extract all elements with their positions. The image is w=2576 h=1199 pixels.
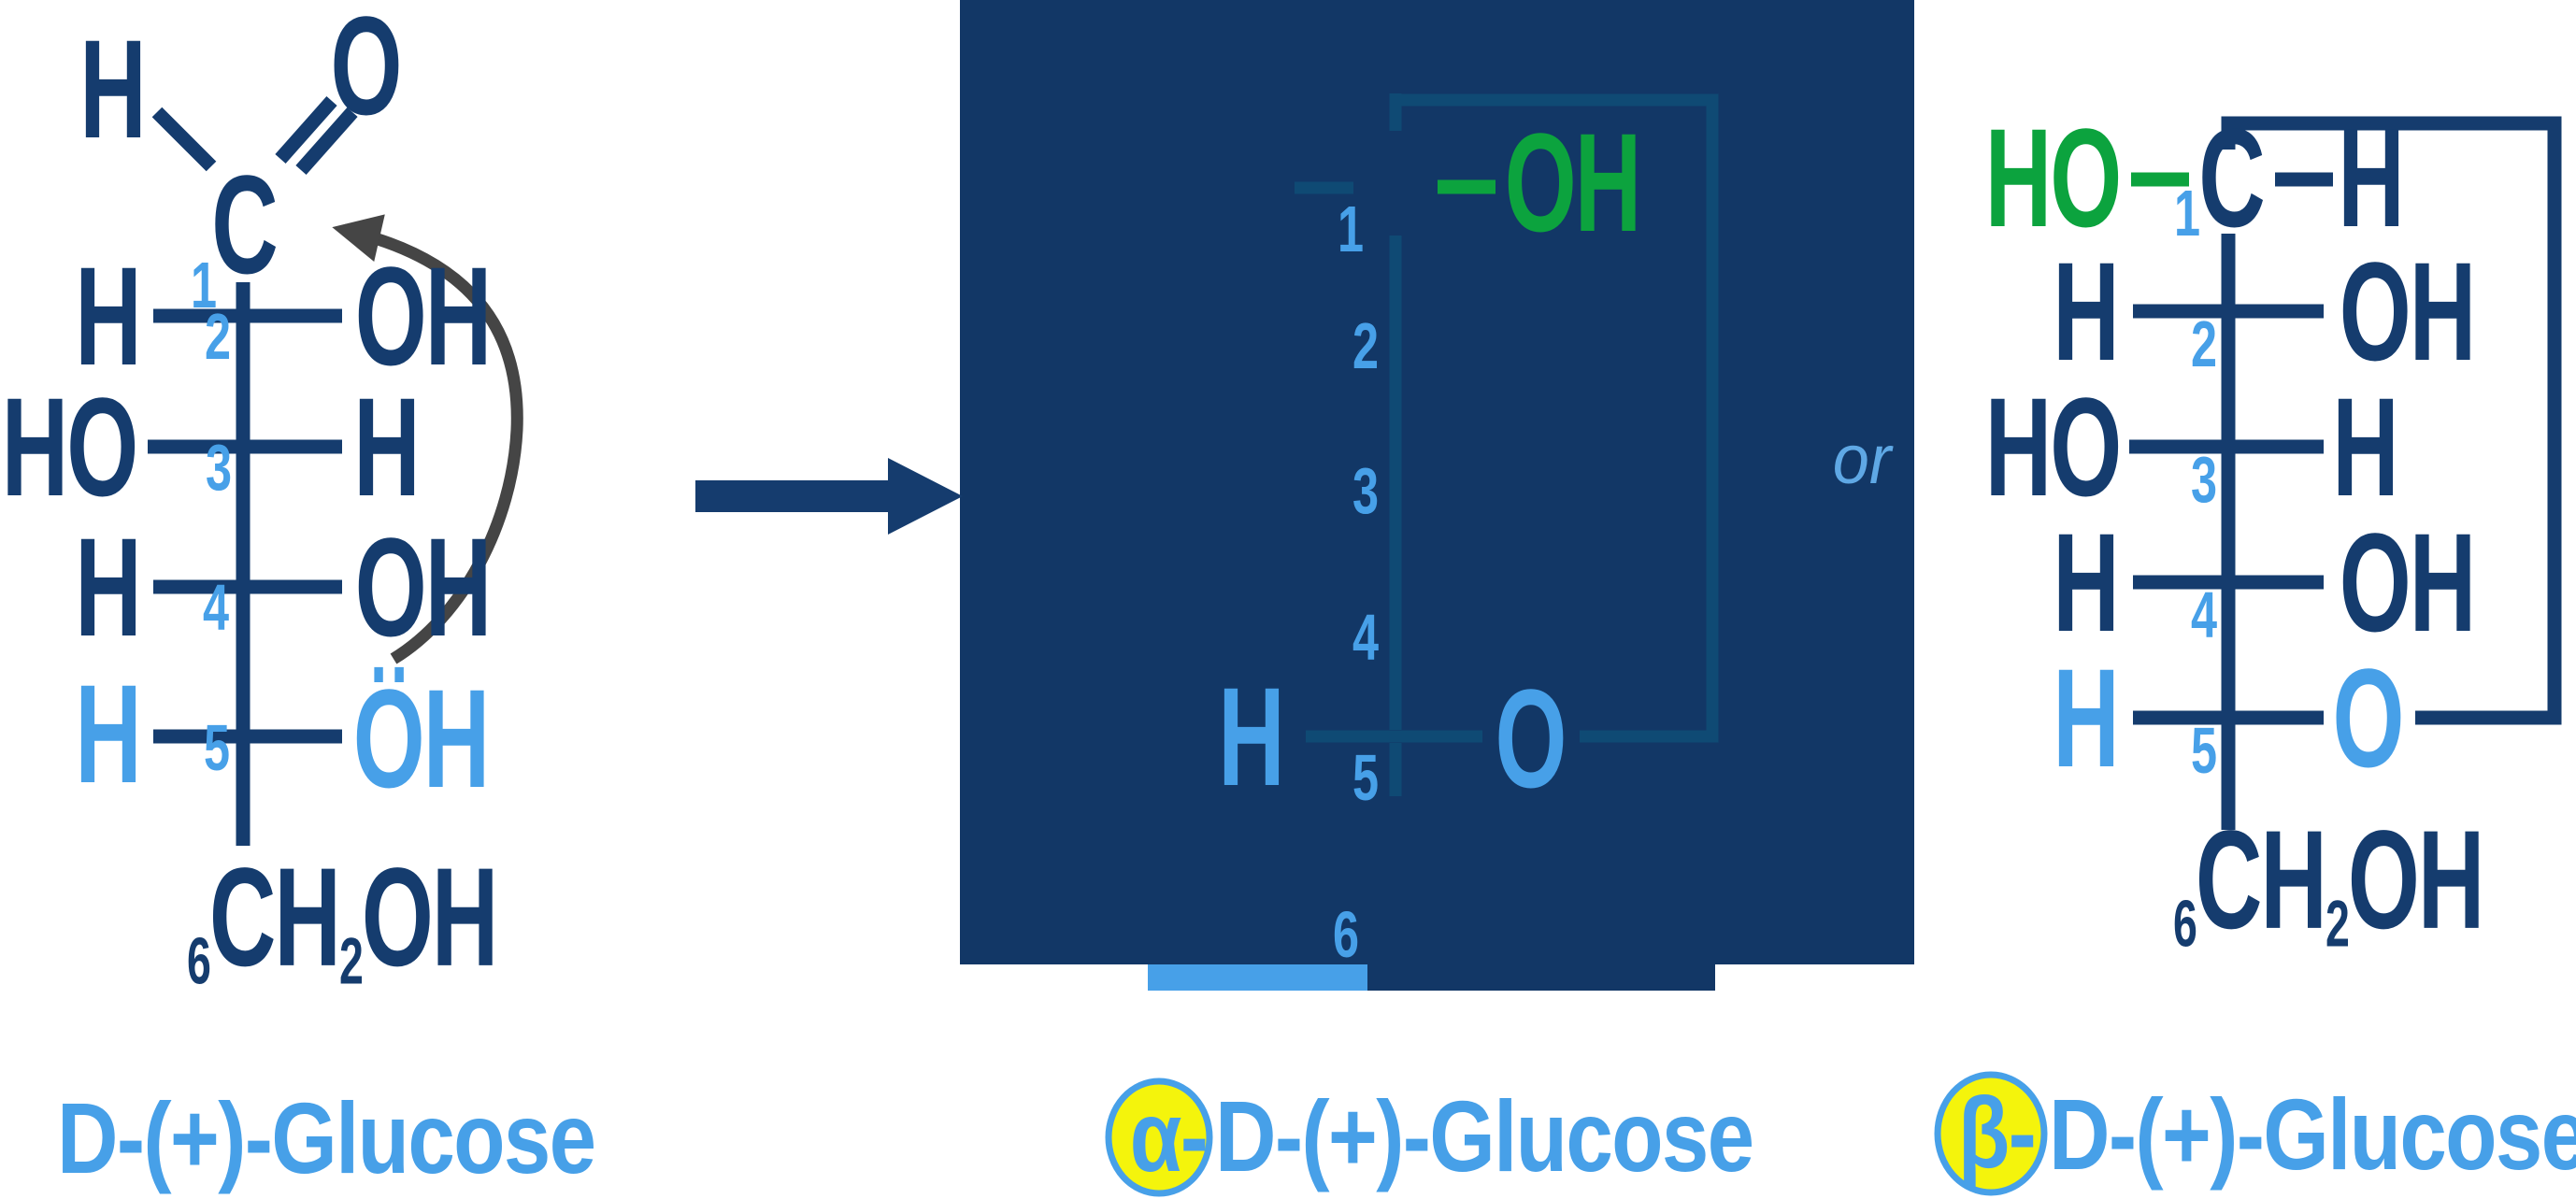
cyclization-arrow	[332, 214, 523, 664]
right-c6-formula: 6CH2OH	[2173, 809, 2484, 957]
right-c3-h: H	[2332, 368, 2399, 525]
left-c1-number: 1	[190, 249, 218, 321]
left-c2-oh: OH	[354, 237, 493, 394]
left-c1-double-bond-b	[295, 107, 358, 175]
right-c4-number: 4	[2190, 578, 2218, 651]
left-c2-number: 2	[204, 300, 232, 373]
right-name-label: D-(+)-Glucose	[2049, 1078, 2576, 1191]
middle-name-label: D-(+)-Glucose	[1215, 1079, 1754, 1192]
box-c5-h: H	[1218, 658, 1285, 815]
right-c1-h: H	[2338, 99, 2405, 256]
box-c4-number: 4	[1352, 601, 1380, 674]
beta-badge-circle	[1934, 1071, 2048, 1196]
left-c1-double-bond-a	[275, 96, 337, 164]
hidden-ring-bracket	[1395, 93, 1719, 743]
beta-prefix: β-	[1957, 1076, 2037, 1189]
right-c3-ho: HO	[1984, 368, 2123, 525]
box-c3-number: 3	[1352, 454, 1380, 527]
box-c2-number: 2	[1352, 309, 1380, 382]
right-c2-oh: OH	[2339, 233, 2477, 390]
left-c2-h: H	[75, 237, 142, 394]
left-c4-h: H	[75, 508, 142, 665]
right-c6-formula-part-1: CH	[2195, 800, 2327, 958]
left-c5-h: H	[75, 655, 142, 812]
or-text: or	[1832, 421, 1892, 498]
left-c6-formula-part-2: 2	[338, 923, 364, 998]
right-c1-carbon: C	[2198, 99, 2266, 256]
right-c3-number: 3	[2190, 443, 2218, 516]
overlay-box-strip-dark	[1367, 964, 1715, 991]
left-c5-number: 5	[203, 711, 231, 784]
left-c6-formula: 6CH2OH	[187, 847, 498, 994]
box-c5-number: 5	[1352, 741, 1380, 814]
overlay-box-rect	[960, 0, 1914, 964]
overlay-box-strip-highlight[interactable]	[1148, 964, 1367, 991]
right-c6-formula-part-2: 2	[2325, 886, 2350, 961]
right-c1-ho-green: HO	[1984, 99, 2123, 256]
right-c2-number: 2	[2190, 307, 2218, 380]
box-c6-number: 6	[1332, 898, 1360, 971]
box-c1-oh-green: OH	[1504, 104, 1642, 261]
right-c5-h: H	[2053, 639, 2120, 796]
alpha-prefix: α-	[1129, 1079, 1209, 1192]
left-c5-oh: ÖH	[352, 660, 491, 817]
left-c1-h-top: H	[79, 10, 147, 167]
left-c3-ho: HO	[1, 368, 139, 525]
overlay-box	[960, 0, 1914, 991]
right-c4-h: H	[2053, 504, 2120, 661]
left-c1-carbon: C	[211, 146, 279, 303]
right-c5-number: 5	[2190, 714, 2218, 787]
left-c4-oh: OH	[354, 508, 493, 665]
left-c3-h: H	[353, 368, 421, 525]
right-fischer-bonds	[2129, 116, 2562, 830]
box-c5-o: O	[1495, 660, 1567, 817]
box-c1-number: 1	[1337, 193, 1365, 265]
left-c6-formula-part-1: CH	[208, 837, 341, 995]
left-c6-formula-part-3: OH	[361, 837, 499, 995]
alpha-badge-circle	[1105, 1078, 1213, 1197]
left-c4-number: 4	[202, 571, 230, 644]
right-c6-formula-part-0: 6	[2173, 886, 2197, 961]
left-name-label: D-(+)-Glucose	[57, 1081, 596, 1194]
right-c5-o: O	[2332, 639, 2404, 796]
left-c1-o-top: O	[330, 0, 402, 144]
right-c1-number: 1	[2173, 177, 2201, 250]
left-c1-h-bond	[151, 107, 217, 172]
right-c4-oh: OH	[2339, 504, 2477, 661]
reaction-arrow	[695, 458, 963, 535]
right-ring-bracket	[2221, 116, 2562, 725]
right-c6-formula-part-3: OH	[2347, 800, 2485, 958]
left-c6-formula-part-0: 6	[187, 923, 211, 998]
left-fischer-bonds	[148, 96, 358, 846]
left-c3-number: 3	[205, 431, 233, 504]
hidden-ring-structure	[1295, 93, 1719, 796]
right-c2-h: H	[2053, 233, 2120, 390]
